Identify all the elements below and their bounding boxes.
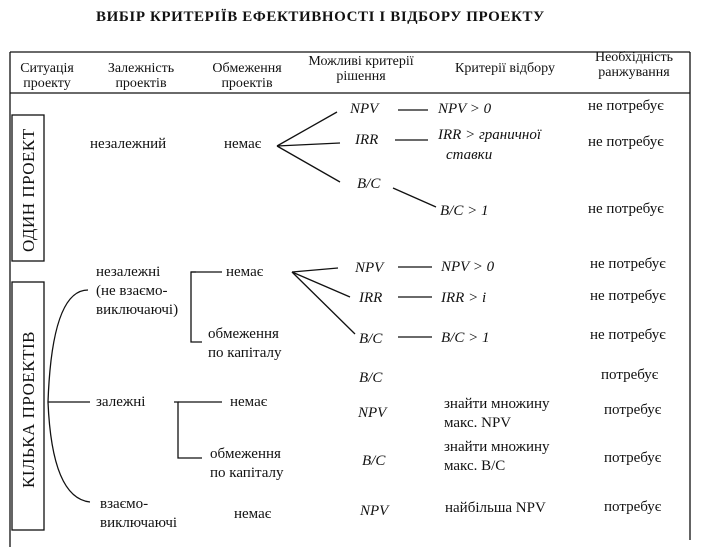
independent-label-line3: виключаючі): [96, 302, 179, 318]
single-ranking-irr: не потребує: [588, 134, 664, 150]
independent-selection-irr: IRR > i: [441, 290, 487, 306]
single-selection-npv: NPV > 0: [438, 101, 492, 117]
independent-selection-bc: B/C > 1: [441, 330, 490, 346]
single-ranking-bc: не потребує: [588, 201, 664, 217]
independent-limit-none: немає: [226, 264, 264, 280]
independent-selection-npv: NPV > 0: [441, 259, 495, 275]
group-multiple-label: КІЛЬКА ПРОЕКТІВ: [19, 331, 38, 488]
single-limit: немає: [224, 136, 262, 152]
exclusive-selection-npv: найбільша NPV: [445, 500, 546, 516]
header-ranking-line1: Необхідність: [594, 50, 674, 65]
exclusive-label-line2: виключаючі: [100, 515, 178, 531]
header-criteria: Можливі критерії рішення: [296, 54, 426, 84]
dependent-criterion-npv: NPV: [358, 405, 387, 421]
single-ranking-npv: не потребує: [588, 98, 664, 114]
single-criterion-bc: B/C: [357, 176, 381, 192]
header-selection: Критерії відбору: [454, 61, 555, 76]
independent-criterion-irr: IRR: [359, 290, 383, 306]
single-criterion-irr: IRR: [355, 132, 379, 148]
single-dependence: незалежний: [90, 136, 167, 152]
independent-ranking-bc-capital: потребує: [601, 367, 659, 383]
dependent-limit-none: немає: [230, 394, 268, 410]
header-situation: Ситуація проекту: [12, 61, 82, 91]
independent-label-line2: (не взаємо-: [96, 283, 168, 299]
independent-label-line1: незалежні: [96, 264, 161, 280]
header-ranking: Необхідність ранжування: [582, 50, 686, 80]
dependent-selection-bc-line2: макс. B/C: [444, 458, 506, 474]
header-limits-line2: проектів: [221, 76, 273, 91]
independent-criterion-bc-capital: B/C: [359, 370, 383, 386]
independent-criterion-bc: B/C: [359, 331, 383, 347]
header-ranking-line2: ранжування: [598, 65, 670, 80]
dependent-ranking-npv: потребує: [604, 402, 662, 418]
independent-limit-capital-line2: по капіталу: [208, 345, 282, 361]
single-selection-bc: B/C > 1: [440, 203, 489, 219]
header-criteria-line2: рішення: [336, 69, 386, 84]
group-single-label: ОДИН ПРОЕКТ: [19, 128, 38, 252]
single-selection-irr-line1: IRR > граничної: [438, 127, 542, 143]
independent-limit-capital-line1: обмеження: [208, 326, 279, 342]
header-dependence: Залежність проектів: [96, 61, 186, 91]
header-limits: Обмеження проектів: [202, 61, 292, 91]
exclusive-ranking-npv: потребує: [604, 499, 662, 515]
independent-ranking-npv: не потребує: [590, 256, 666, 272]
exclusive-label-line1: взаємо-: [100, 496, 149, 512]
exclusive-limit: немає: [234, 506, 272, 522]
header-dependence-line2: проектів: [115, 76, 167, 91]
page-title: ВИБІР КРИТЕРІЇВ ЕФЕКТИВНОСТІ І ВІДБОРУ П…: [96, 9, 545, 25]
dependent-limit-capital-line2: по капіталу: [210, 465, 284, 481]
dependent-selection-npv-line1: знайти множину: [444, 396, 550, 412]
header-situation-line1: Ситуація: [20, 61, 74, 76]
dependent-criterion-bc: B/C: [362, 453, 386, 469]
exclusive-criterion-npv: NPV: [360, 503, 389, 519]
independent-ranking-bc: не потребує: [590, 327, 666, 343]
single-selection-irr-line2: ставки: [446, 147, 493, 163]
header-dependence-line1: Залежність: [107, 61, 175, 76]
independent-ranking-irr: не потребує: [590, 288, 666, 304]
header-criteria-line1: Можливі критерії: [308, 54, 414, 69]
header-limits-line1: Обмеження: [212, 61, 282, 76]
dependent-limit-capital-line1: обмеження: [210, 446, 281, 462]
dependent-label: залежні: [96, 394, 146, 410]
dependent-selection-bc-line1: знайти множину: [444, 439, 550, 455]
single-criterion-npv: NPV: [350, 101, 379, 117]
independent-criterion-npv: NPV: [355, 260, 384, 276]
dependent-ranking-bc: потребує: [604, 450, 662, 466]
dependent-selection-npv-line2: макс. NPV: [444, 415, 512, 431]
header-situation-line2: проекту: [23, 76, 71, 91]
